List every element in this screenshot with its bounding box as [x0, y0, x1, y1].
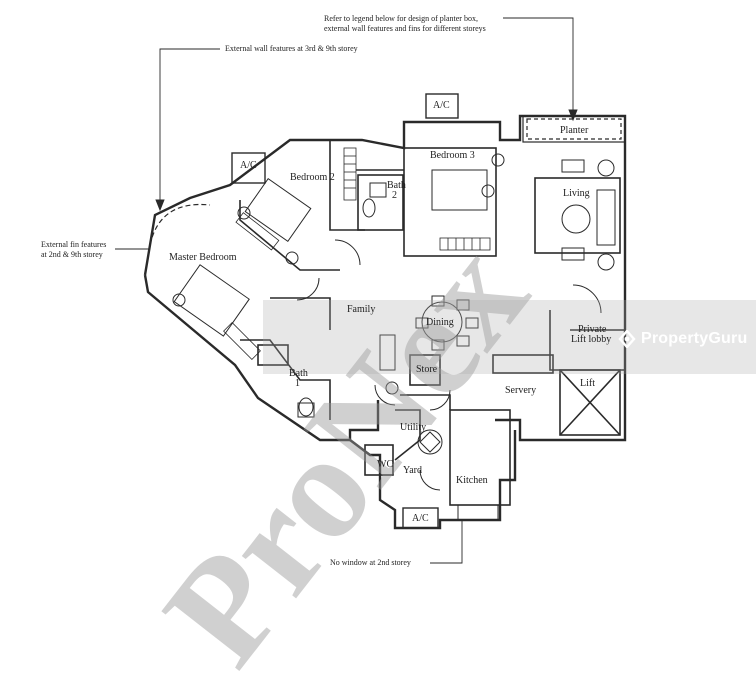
plant-pots: [172, 153, 505, 395]
note-fin-line2: at 2nd & 9th storey: [41, 250, 103, 259]
logo-band: [263, 300, 756, 374]
label-private-lift-2: Lift lobby: [571, 334, 612, 345]
label-master-bedroom: Master Bedroom: [169, 252, 237, 263]
note-legend-line1: Refer to legend below for design of plan…: [324, 14, 478, 23]
ac-ledges: [231, 93, 459, 529]
furniture: [173, 159, 616, 521]
propertyguru-logo: PropertyGuru: [618, 327, 747, 351]
planter-box: [522, 115, 626, 143]
floor-plan: [115, 17, 627, 564]
label-store: Store: [416, 364, 438, 375]
label-living: Living: [563, 188, 590, 199]
note-legend-line2: external wall features and fins for diff…: [324, 24, 486, 33]
label-servery: Servery: [505, 385, 537, 396]
dining-chairs: [415, 295, 479, 351]
fin-arc: [149, 203, 211, 246]
wardrobes: [223, 147, 491, 360]
label-ac-top: A/C: [433, 100, 450, 111]
label-wc: WC: [377, 459, 394, 470]
label-bedroom2: Bedroom 2: [290, 172, 335, 183]
label-ac-left: A/C: [240, 160, 257, 171]
note-external-wall: External wall features at 3rd & 9th stor…: [225, 44, 358, 53]
label-lift: Lift: [580, 378, 595, 389]
label-family: Family: [347, 304, 376, 315]
note-no-window: No window at 2nd storey: [330, 558, 411, 567]
label-private-lift-1: Private: [578, 324, 607, 335]
label-bath1-1: Bath: [289, 368, 308, 379]
label-kitchen: Kitchen: [456, 475, 488, 486]
label-bath2-1: Bath: [387, 180, 406, 191]
door-swings: [296, 239, 602, 491]
label-dining: Dining: [426, 317, 454, 328]
label-bath2-2: 2: [392, 190, 397, 201]
label-planter: Planter: [560, 125, 589, 136]
label-bedroom3: Bedroom 3: [430, 150, 475, 161]
label-utility: Utility: [400, 422, 427, 433]
propertyguru-icon: [618, 329, 636, 349]
label-bath1-2: 1: [295, 378, 300, 389]
label-ac-bottom: A/C: [412, 513, 429, 524]
label-yard: Yard: [403, 465, 422, 476]
note-fin-line1: External fin features: [41, 240, 107, 249]
logo-text: PropertyGuru: [641, 330, 748, 347]
